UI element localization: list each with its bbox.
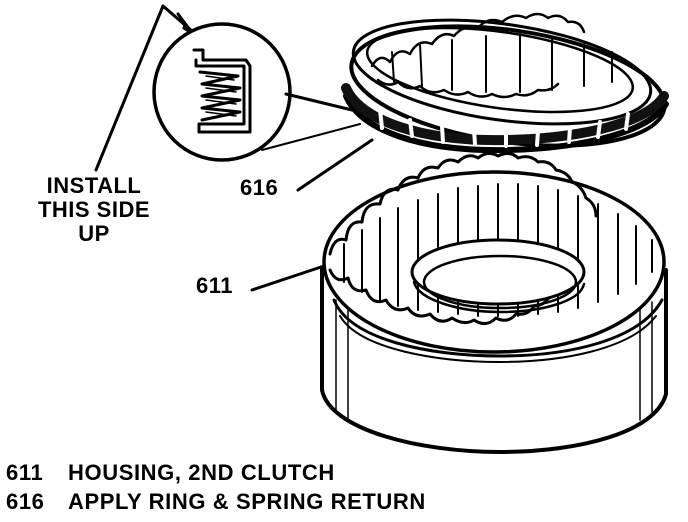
legend-row: 611 HOUSING, 2ND CLUTCH xyxy=(6,458,426,487)
apply-ring-616 xyxy=(341,12,669,154)
callout-611: 611 xyxy=(196,273,233,298)
legend-row: 616 APPLY RING & SPRING RETURN xyxy=(6,487,426,516)
leader-611 xyxy=(250,264,326,292)
legend-text: HOUSING, 2ND CLUTCH xyxy=(68,460,335,485)
install-this-side-up-label: INSTALL THIS SIDE UP xyxy=(34,174,154,246)
legend-number: 611 xyxy=(6,460,44,485)
install-label-line-3: UP xyxy=(78,221,110,246)
legend-number: 616 xyxy=(6,489,45,514)
callout-616: 616 xyxy=(240,175,279,200)
parts-legend: 611 HOUSING, 2ND CLUTCH 616 APPLY RING & S… xyxy=(6,458,426,516)
housing-611 xyxy=(320,151,668,454)
legend-text: APPLY RING & SPRING RETURN xyxy=(68,489,426,514)
install-label-line-2: THIS SIDE xyxy=(37,197,151,222)
install-label-line-1: INSTALL xyxy=(46,173,142,198)
spring-detail-magnifier xyxy=(152,22,361,162)
leader-616 xyxy=(296,138,374,192)
